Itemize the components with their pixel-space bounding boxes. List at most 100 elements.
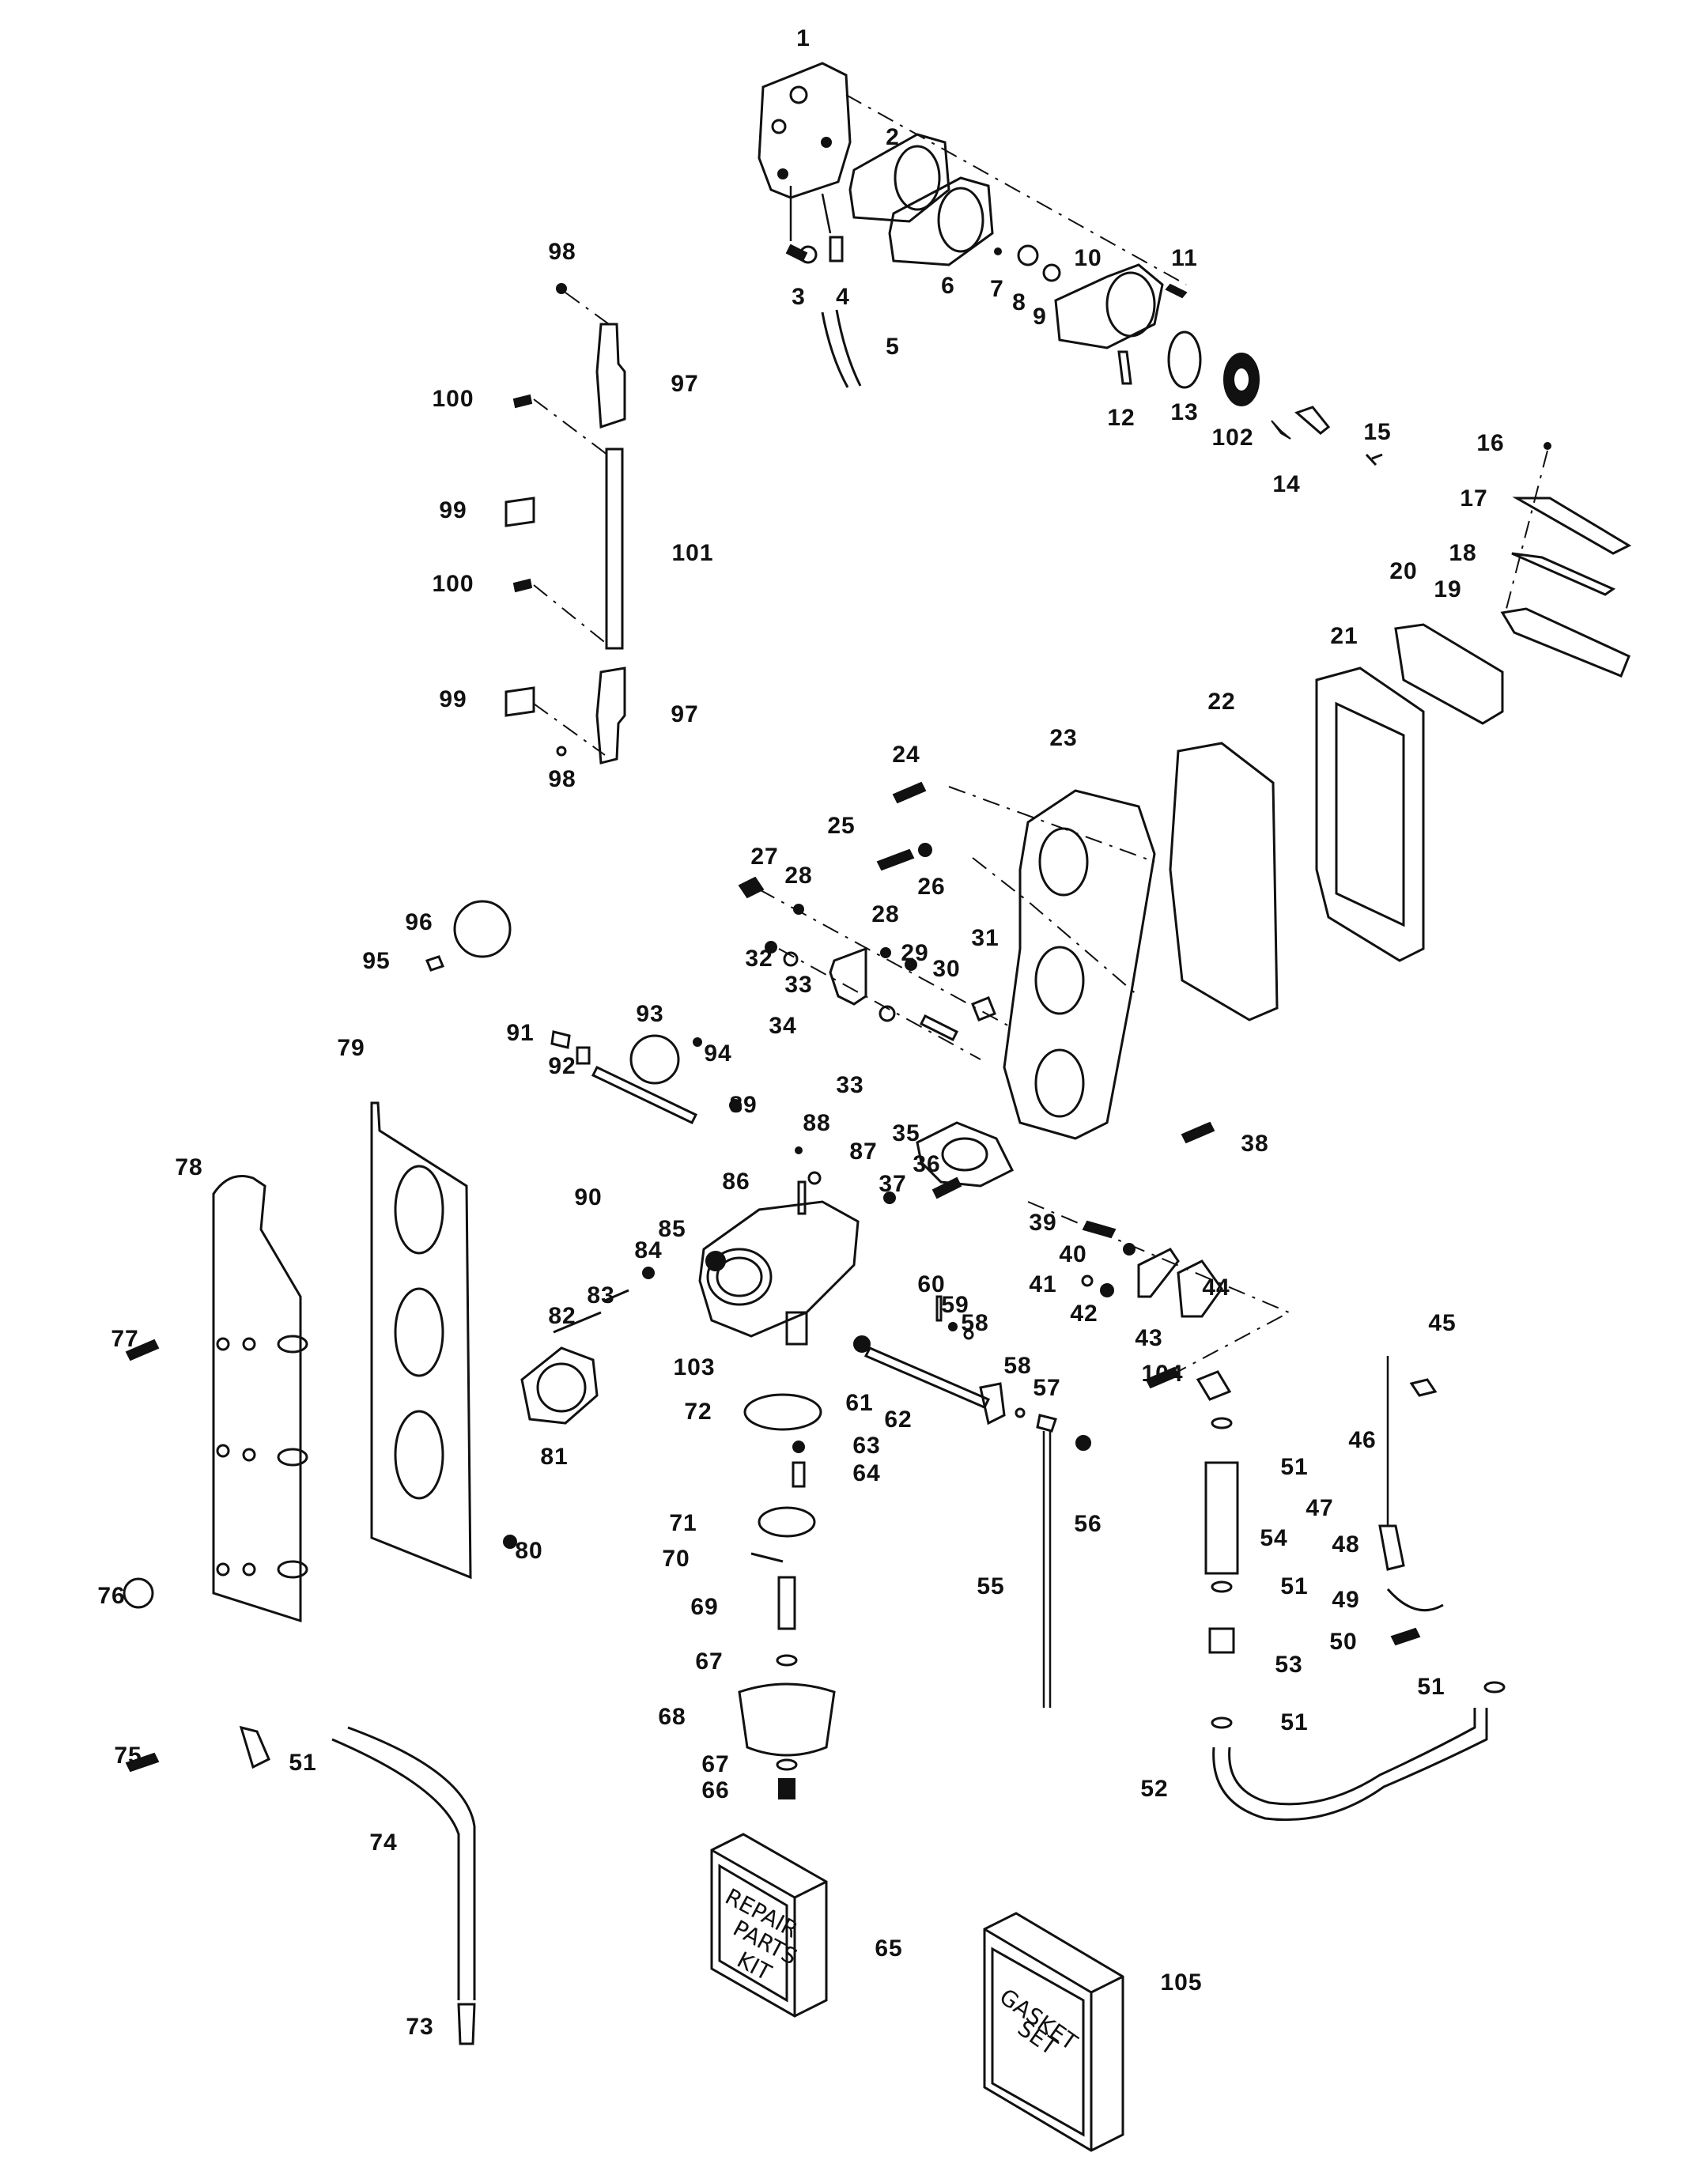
carb-flange-gasket: [520, 1346, 599, 1425]
callout-98: 98: [548, 239, 576, 265]
callout-68: 68: [658, 1704, 686, 1730]
callout-32: 32: [745, 946, 773, 972]
callout-7: 7: [990, 276, 1004, 302]
callout-65: 65: [875, 1935, 903, 1962]
callout-51: 51: [1417, 1674, 1445, 1700]
callout-104: 104: [1141, 1361, 1184, 1387]
throttle-shaft: [853, 1295, 1091, 1708]
repair-parts-kit: REPAIR PARTS KIT: [710, 1833, 828, 2018]
callout-89: 89: [729, 1092, 758, 1118]
callout-71: 71: [669, 1510, 697, 1536]
callout-46: 46: [1348, 1427, 1377, 1453]
callout-50: 50: [1329, 1629, 1358, 1655]
callout-102: 102: [1211, 425, 1254, 451]
callout-95: 95: [362, 948, 391, 974]
callout-87: 87: [849, 1139, 878, 1165]
callout-100: 100: [432, 571, 474, 597]
callout-51: 51: [1280, 1573, 1309, 1599]
callout-70: 70: [662, 1546, 690, 1572]
callout-90: 90: [574, 1184, 603, 1210]
throttle-linkage: [738, 781, 1013, 1060]
callout-99: 99: [439, 686, 467, 712]
callout-59: 59: [941, 1292, 969, 1318]
callout-85: 85: [658, 1216, 686, 1242]
callout-31: 31: [971, 925, 999, 951]
callout-72: 72: [684, 1399, 712, 1425]
carb-gasket: [883, 1121, 1215, 1204]
callout-36: 36: [913, 1151, 941, 1177]
callout-61: 61: [845, 1390, 874, 1416]
callout-33: 33: [836, 1072, 864, 1098]
callout-66: 66: [701, 1777, 730, 1803]
callout-26: 26: [917, 874, 946, 900]
callout-73: 73: [406, 2014, 434, 2040]
callout-103: 103: [673, 1354, 716, 1380]
callout-100: 100: [432, 386, 474, 412]
callout-2: 2: [886, 124, 900, 150]
callout-67: 67: [701, 1751, 730, 1777]
callout-81: 81: [540, 1444, 569, 1470]
callout-22: 22: [1207, 689, 1236, 715]
callout-49: 49: [1332, 1587, 1360, 1613]
callout-74: 74: [369, 1830, 398, 1856]
float-bowl-parts: [738, 1393, 836, 1799]
callout-94: 94: [704, 1040, 732, 1067]
callout-78: 78: [175, 1154, 203, 1180]
callout-13: 13: [1170, 399, 1199, 425]
pump-fasteners: [785, 186, 862, 388]
callout-24: 24: [892, 742, 920, 768]
callout-84: 84: [634, 1237, 663, 1263]
intake-gaskets: [1169, 623, 1504, 1021]
callout-41: 41: [1029, 1271, 1057, 1297]
callout-56: 56: [1074, 1511, 1102, 1537]
callout-14: 14: [1272, 471, 1301, 497]
callout-9: 9: [1033, 304, 1047, 330]
callout-17: 17: [1460, 485, 1488, 512]
callout-79: 79: [337, 1035, 365, 1061]
callout-54: 54: [1260, 1525, 1288, 1551]
callout-53: 53: [1275, 1652, 1303, 1678]
callout-40: 40: [1059, 1241, 1087, 1267]
callout-52: 52: [1140, 1776, 1169, 1802]
pump-body: [994, 244, 1383, 466]
callout-62: 62: [884, 1407, 913, 1433]
callout-30: 30: [932, 956, 961, 982]
callout-69: 69: [690, 1594, 719, 1620]
misc-fasteners: [123, 900, 742, 2045]
callout-6: 6: [941, 273, 955, 299]
callout-15: 15: [1363, 419, 1392, 445]
callout-101: 101: [671, 540, 714, 566]
callout-35: 35: [892, 1120, 920, 1146]
callout-21: 21: [1330, 623, 1358, 649]
callout-51: 51: [289, 1750, 317, 1776]
callout-55: 55: [977, 1573, 1005, 1599]
callout-37: 37: [879, 1171, 907, 1197]
callout-51: 51: [1280, 1454, 1309, 1480]
callout-57: 57: [1033, 1375, 1061, 1401]
callout-97: 97: [671, 701, 699, 727]
callout-20: 20: [1389, 558, 1418, 584]
primer-bracket: [1027, 1201, 1291, 1389]
callout-47: 47: [1306, 1495, 1334, 1521]
callout-23: 23: [1049, 725, 1078, 751]
callout-82: 82: [548, 1303, 576, 1329]
callout-77: 77: [111, 1326, 139, 1352]
callout-34: 34: [769, 1013, 797, 1039]
callout-10: 10: [1074, 245, 1102, 271]
fuel-pump-cover: [758, 62, 1187, 285]
callout-42: 42: [1070, 1301, 1098, 1327]
callout-16: 16: [1476, 430, 1505, 456]
callout-19: 19: [1434, 576, 1462, 602]
callout-29: 29: [901, 940, 929, 966]
callout-12: 12: [1107, 405, 1136, 431]
reed-assembly: [1500, 442, 1632, 678]
callout-44: 44: [1202, 1274, 1230, 1301]
pump-diaphragm: [888, 176, 994, 266]
silencer-plate: [370, 1101, 472, 1580]
callout-28: 28: [871, 901, 900, 927]
callout-93: 93: [636, 1001, 664, 1027]
callout-27: 27: [750, 844, 779, 870]
callout-92: 92: [548, 1053, 576, 1079]
callout-8: 8: [1012, 289, 1026, 315]
